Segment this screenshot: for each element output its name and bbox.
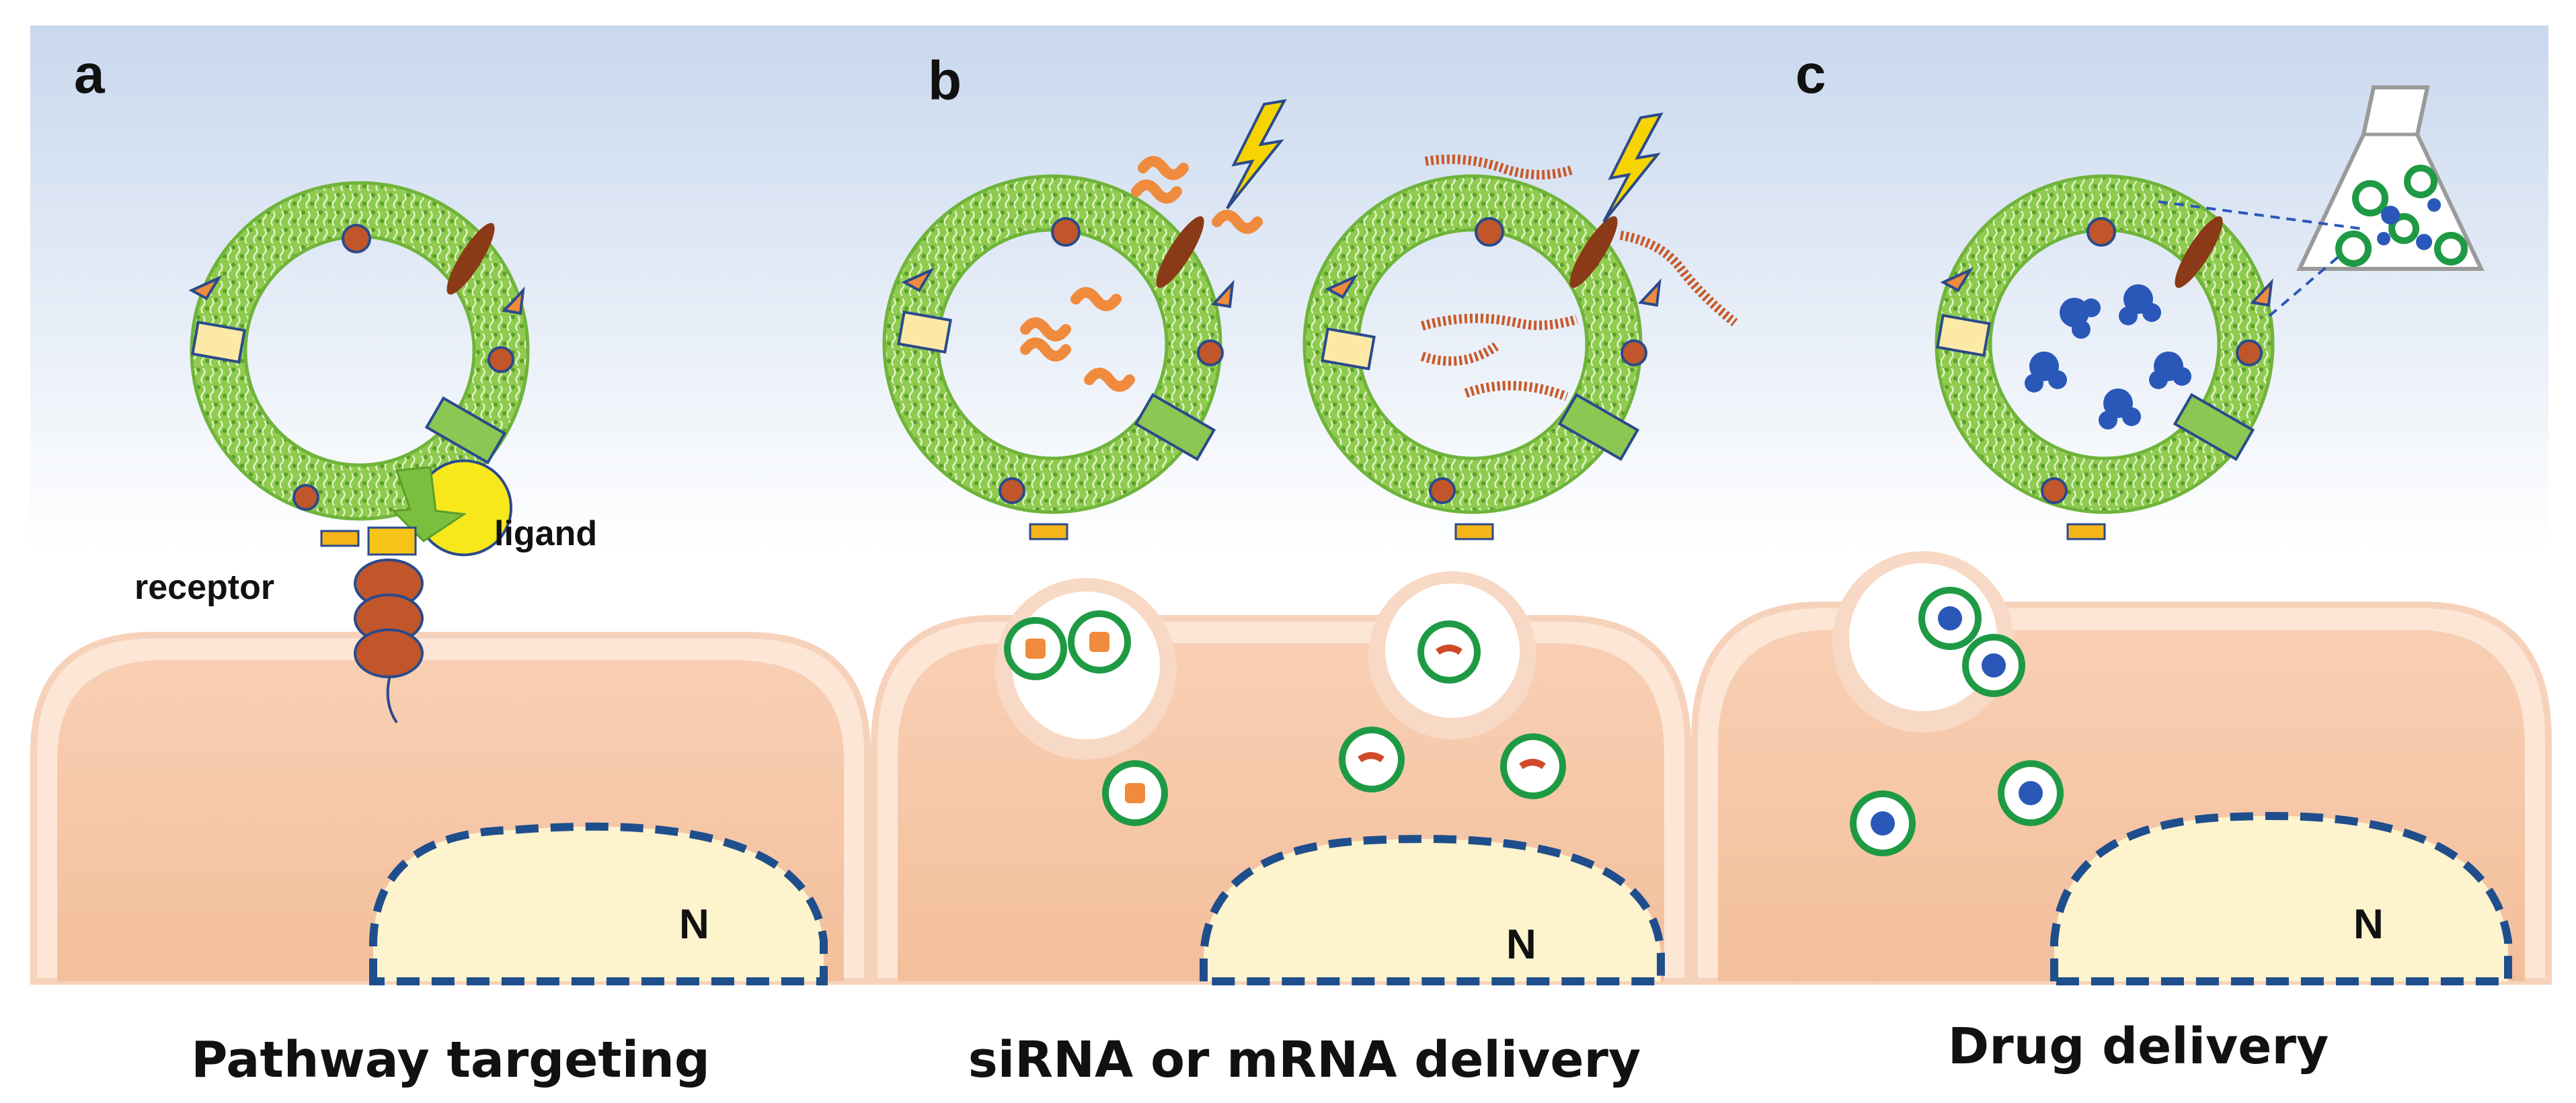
receptor-label: receptor xyxy=(134,568,275,607)
liposome-b-mrna xyxy=(1302,154,1738,540)
nucleus-label-a: N xyxy=(679,901,709,948)
caption-c: Drug delivery xyxy=(1947,1018,2329,1075)
panel-letter-a: a xyxy=(74,44,105,105)
liposome-b-sirna xyxy=(882,156,1263,540)
panel-letter-c: c xyxy=(1795,44,1826,105)
panel-letter-b: b xyxy=(928,50,962,112)
nucleus-c xyxy=(2050,812,2512,985)
flask-icon xyxy=(2296,85,2485,271)
lightning-bolt-icon xyxy=(1602,112,1664,223)
caption-b: siRNA or mRNA delivery xyxy=(968,1031,1641,1089)
nucleus-label-b: N xyxy=(1506,922,1536,968)
caption-a: Pathway targeting xyxy=(191,1031,710,1089)
nucleus-label-c: N xyxy=(2353,901,2384,948)
nucleus-a xyxy=(369,822,828,985)
ligand-label: ligand xyxy=(494,514,598,553)
receptor-ligand xyxy=(354,459,512,724)
nucleus-b xyxy=(1200,835,1665,985)
lightning-bolt-icon xyxy=(1226,99,1287,210)
liposome-c xyxy=(1935,174,2275,540)
liposome-a xyxy=(188,181,530,547)
endosome-cargo xyxy=(1025,606,2043,835)
